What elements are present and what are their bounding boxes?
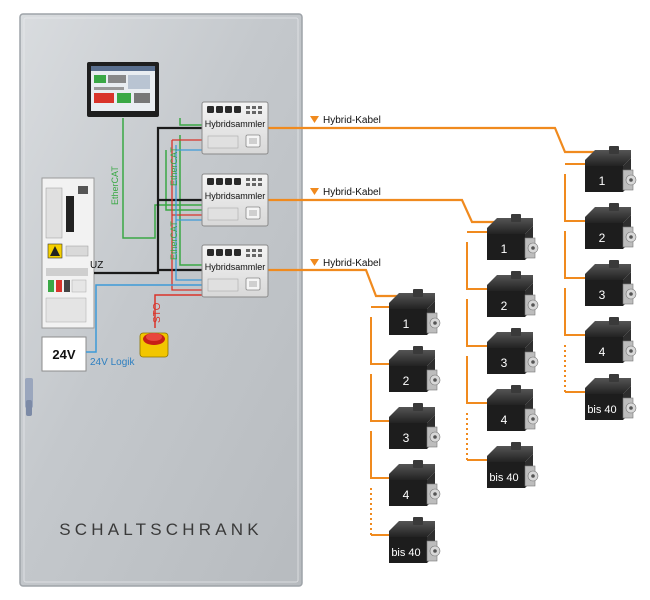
motor-number-label: 2: [501, 299, 508, 313]
cable-label-text: Hybrid-Kabel: [323, 187, 381, 198]
motor-number-label: 1: [501, 242, 508, 256]
servo-motor: 4: [585, 317, 637, 363]
emergency-stop-icon: [139, 332, 169, 358]
servo-motor: 1: [389, 289, 441, 335]
ethercat-label-3: EtherCAT: [169, 221, 179, 260]
triangle-down-icon: [310, 188, 319, 195]
motor-number-label: 4: [599, 345, 606, 359]
motor-number-label: 3: [501, 356, 508, 370]
servo-motor: 4: [389, 460, 441, 506]
motor-number-label: 1: [599, 174, 606, 188]
collector-label: Hybridsammler: [205, 119, 266, 129]
hybrid-collector: Hybridsammler: [201, 173, 269, 227]
collector-label: Hybridsammler: [205, 262, 266, 272]
motor-number-label: 4: [501, 413, 508, 427]
cable-label-text: Hybrid-Kabel: [323, 115, 381, 126]
motor-number-label: 2: [599, 231, 606, 245]
dc-bus-label: UZ: [90, 260, 103, 271]
hybrid-cable-label: Hybrid-Kabel: [310, 187, 381, 198]
servo-motor: 2: [585, 203, 637, 249]
triangle-down-icon: [310, 259, 319, 266]
servo-motor: 3: [585, 260, 637, 306]
motor-number-label: 3: [599, 288, 606, 302]
power-supply-label: 24V: [52, 347, 75, 362]
drive-module: [41, 177, 95, 329]
motor-number-label: bis 40: [391, 547, 420, 559]
cable-label-text: Hybrid-Kabel: [323, 258, 381, 269]
servo-motor: 4: [487, 385, 539, 431]
servo-motor: 1: [585, 146, 637, 192]
servo-motor: 2: [487, 271, 539, 317]
control-cabinet: [19, 13, 303, 587]
motor-chain: 1 2 3 4 bis 40: [370, 289, 441, 563]
ethercat-label-1: EtherCAT: [110, 166, 120, 205]
servo-motor: bis 40: [585, 374, 637, 420]
power-supply-24v: 24V: [41, 336, 87, 372]
motor-number-label: bis 40: [489, 472, 518, 484]
motor-chain: 1 2 3 4 bis 40: [564, 146, 637, 420]
hmi-panel: [87, 62, 159, 117]
servo-motor: 3: [487, 328, 539, 374]
collector-label: Hybridsammler: [205, 191, 266, 201]
motor-number-label: 4: [403, 488, 410, 502]
servo-motor: 2: [389, 346, 441, 392]
servo-motor: 1: [487, 214, 539, 260]
cabinet-title: SCHALTSCHRANK: [59, 520, 263, 539]
hybrid-collector: Hybridsammler: [201, 244, 269, 298]
hybrid-cable-label: Hybrid-Kabel: [310, 258, 381, 269]
triangle-down-icon: [310, 116, 319, 123]
ethercat-label-2: EtherCAT: [169, 147, 179, 186]
servo-motor: 3: [389, 403, 441, 449]
sto-label: STO: [152, 302, 163, 323]
hybrid-cable-label: Hybrid-Kabel: [310, 115, 381, 126]
hybrid-collector: Hybridsammler: [201, 101, 269, 155]
logic-24v-label: 24V Logik: [90, 357, 135, 368]
motor-number-label: 2: [403, 374, 410, 388]
servo-motor: bis 40: [487, 442, 539, 488]
cabinet-wiring: [86, 118, 205, 353]
motor-number-label: 3: [403, 431, 410, 445]
motor-number-label: bis 40: [587, 404, 616, 416]
hybrid-cables: [262, 126, 605, 298]
motor-number-label: 1: [403, 317, 410, 331]
servo-motor: bis 40: [389, 517, 441, 563]
motor-chain: 1 2 3 4 bis 40: [466, 214, 539, 488]
